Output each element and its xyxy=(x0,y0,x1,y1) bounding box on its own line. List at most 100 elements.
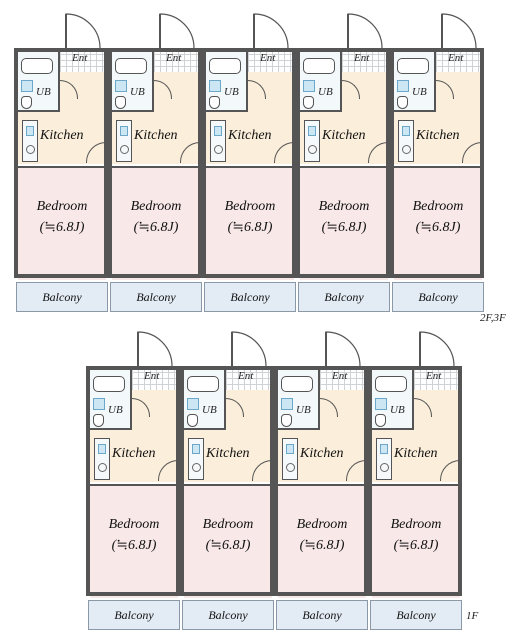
washbasin-icon xyxy=(115,80,127,92)
bedroom-size: (≒6.8J) xyxy=(133,220,179,235)
toilet-icon xyxy=(281,414,292,427)
toilet-icon xyxy=(115,96,126,109)
bedroom-name: Bedroom xyxy=(412,199,464,214)
kitchen-label: Kitchen xyxy=(40,128,84,143)
entrance-label: Ent xyxy=(332,370,348,382)
bedroom-label: Bedroom(≒6.8J) xyxy=(90,514,178,556)
balcony-label: Balcony xyxy=(230,290,270,304)
floor-label-ground: 1F xyxy=(466,610,479,622)
bedroom-name: Bedroom xyxy=(390,517,442,532)
entrance-door-swing xyxy=(347,13,383,48)
bedroom-label: Bedroom(≒6.8J) xyxy=(300,196,388,238)
unit-bath-label: UB xyxy=(130,86,145,98)
bedroom-area xyxy=(300,166,388,280)
balcony-area xyxy=(298,282,390,312)
bathtub-icon xyxy=(93,376,125,392)
entrance-label: Ent xyxy=(166,52,182,64)
entrance-tile-floor xyxy=(58,48,108,72)
unit-bath-label: UB xyxy=(318,86,333,98)
unit-bath-label: UB xyxy=(224,86,239,98)
unit-outer-wall xyxy=(180,366,274,596)
washbasin-icon xyxy=(21,80,33,92)
toilet-icon xyxy=(397,96,408,109)
washbasin-icon xyxy=(303,80,315,92)
bedroom-area xyxy=(278,484,366,598)
kitchen-label: Kitchen xyxy=(416,128,460,143)
entrance-door-swing xyxy=(159,13,195,48)
toilet-icon xyxy=(303,96,314,109)
unit-bath-label: UB xyxy=(412,86,427,98)
unit-outer-wall xyxy=(108,48,202,278)
bedroom-size: (≒6.8J) xyxy=(205,538,251,553)
entrance-door-swing xyxy=(65,13,101,48)
floor-label-upper: 2F,3F xyxy=(480,312,506,324)
bedroom-label: Bedroom (≒6.8J) xyxy=(184,514,272,556)
kitchen-counter-icon xyxy=(398,120,414,162)
bathtub-icon xyxy=(115,58,147,74)
kitchen-counter-icon xyxy=(376,438,392,480)
entrance-tile-floor xyxy=(130,366,180,390)
balcony-area xyxy=(276,600,368,630)
unit-bath-label: UB xyxy=(36,86,51,98)
entrance-tile-floor xyxy=(318,366,368,390)
balcony-area xyxy=(204,282,296,312)
entrance-label: Ent xyxy=(354,52,370,64)
bedroom-label: Bedroom (≒6.8J) xyxy=(112,196,200,238)
bedroom-label: Bedroom(≒6.8J) xyxy=(278,514,366,556)
unit-outer-wall xyxy=(86,366,180,596)
balcony-area xyxy=(16,282,108,312)
balcony-area xyxy=(392,282,484,312)
entrance-tile-floor xyxy=(224,366,274,390)
bedroom-size: (≒6.8J) xyxy=(393,538,439,553)
toilet-icon xyxy=(21,96,32,109)
bedroom-name: Bedroom xyxy=(224,199,276,214)
kitchen-counter-icon xyxy=(282,438,298,480)
entrance-door-swing xyxy=(231,331,267,366)
unit-bath-label: UB xyxy=(108,404,123,416)
bedroom-name: Bedroom xyxy=(202,517,254,532)
balcony-label: Balcony xyxy=(418,290,458,304)
kitchen-label: Kitchen xyxy=(228,128,272,143)
bedroom-area xyxy=(206,166,294,280)
bathtub-icon xyxy=(187,376,219,392)
kitchen-label: Kitchen xyxy=(322,128,366,143)
washbasin-icon xyxy=(281,398,293,410)
balcony-label: Balcony xyxy=(136,290,176,304)
entrance-door-swing xyxy=(441,13,477,48)
toilet-icon xyxy=(93,414,104,427)
kitchen-counter-icon xyxy=(116,120,132,162)
entrance-tile-floor xyxy=(434,48,484,72)
bedroom-name: Bedroom xyxy=(108,517,160,532)
entrance-door-swing xyxy=(137,331,173,366)
kitchen-counter-icon xyxy=(304,120,320,162)
kitchen-label: Kitchen xyxy=(134,128,178,143)
bedroom-area xyxy=(184,484,272,598)
entrance-tile-floor xyxy=(340,48,390,72)
bedroom-name: Bedroom xyxy=(130,199,182,214)
bathtub-icon xyxy=(21,58,53,74)
bedroom-size: (≒6.8J) xyxy=(39,220,85,235)
unit-outer-wall xyxy=(390,48,484,278)
entrance-label: Ent xyxy=(238,370,254,382)
bedroom-area xyxy=(394,166,482,280)
unit-outer-wall xyxy=(274,366,368,596)
entrance-label: Ent xyxy=(260,52,276,64)
kitchen-label: Kitchen xyxy=(206,446,250,461)
balcony-area xyxy=(370,600,462,630)
unit-outer-wall xyxy=(14,48,108,278)
unit-outer-wall xyxy=(296,48,390,278)
entrance-tile-floor xyxy=(412,366,462,390)
entrance-label: Ent xyxy=(426,370,442,382)
bathtub-icon xyxy=(209,58,241,74)
bedroom-area xyxy=(372,484,460,598)
bedroom-area xyxy=(112,166,200,280)
kitchen-label: Kitchen xyxy=(112,446,156,461)
entrance-door-swing xyxy=(325,331,361,366)
entrance-tile-floor xyxy=(152,48,202,72)
